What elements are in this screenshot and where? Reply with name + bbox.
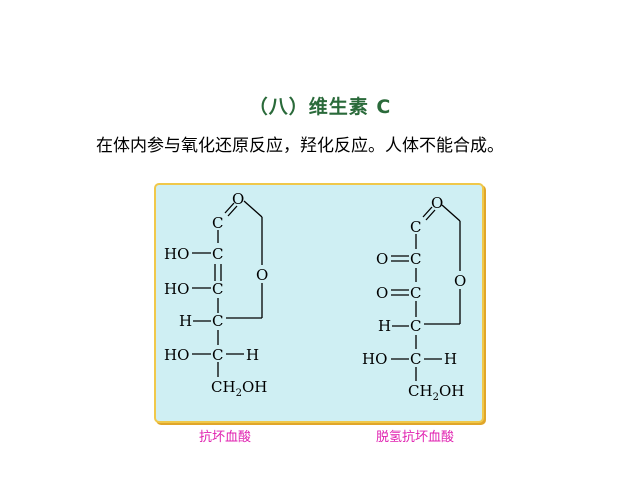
left-c1: C [212,214,223,232]
left-structure-caption: 抗坏血酸 [199,430,252,445]
right-c2: C [410,250,421,268]
dehydroascorbic-acid-structure: O C O C O C O H C HO C H CH2OH [362,194,466,403]
ascorbic-acid-bonds [192,200,263,377]
ascorbic-acid-structure: O C HO C HO C O H C HO C H CH2OH [164,190,268,399]
right-ch2oh: CH2OH [408,382,464,403]
left-c5: C [212,346,223,364]
right-c2-oxygen: O [376,250,388,268]
left-c3-hydroxyl: HO [164,280,189,298]
left-c4-hydrogen: H [179,312,192,330]
diagram-panel [154,183,484,423]
right-c3: C [410,284,421,302]
left-c3: C [212,280,223,298]
left-ch2oh: CH2OH [211,378,267,399]
right-c1: C [410,218,421,236]
right-carbonyl-oxygen: O [431,194,443,212]
right-c5: C [410,350,421,368]
left-c2-hydroxyl: HO [164,245,189,263]
right-c5-hydrogen: H [444,350,457,368]
left-ring-oxygen: O [256,266,268,284]
right-c4-hydrogen: H [378,317,391,335]
page-title: （八）维生素 C [248,96,392,118]
left-c4: C [212,312,223,330]
left-carbonyl-oxygen: O [232,190,244,208]
page-subtitle: 在体内参与氧化还原反应，羟化反应。人体不能合成。 [96,136,504,156]
right-c5-hydroxyl: HO [362,350,387,368]
left-c5-hydrogen: H [246,346,259,364]
right-structure-caption: 脱氢抗坏血酸 [376,430,455,445]
right-c3-oxygen: O [376,284,388,302]
left-c2: C [212,245,223,263]
left-c5-hydroxyl: HO [164,346,189,364]
right-ring-oxygen: O [454,272,466,290]
dehydroascorbic-acid-bonds [391,204,461,381]
right-c4: C [410,317,421,335]
